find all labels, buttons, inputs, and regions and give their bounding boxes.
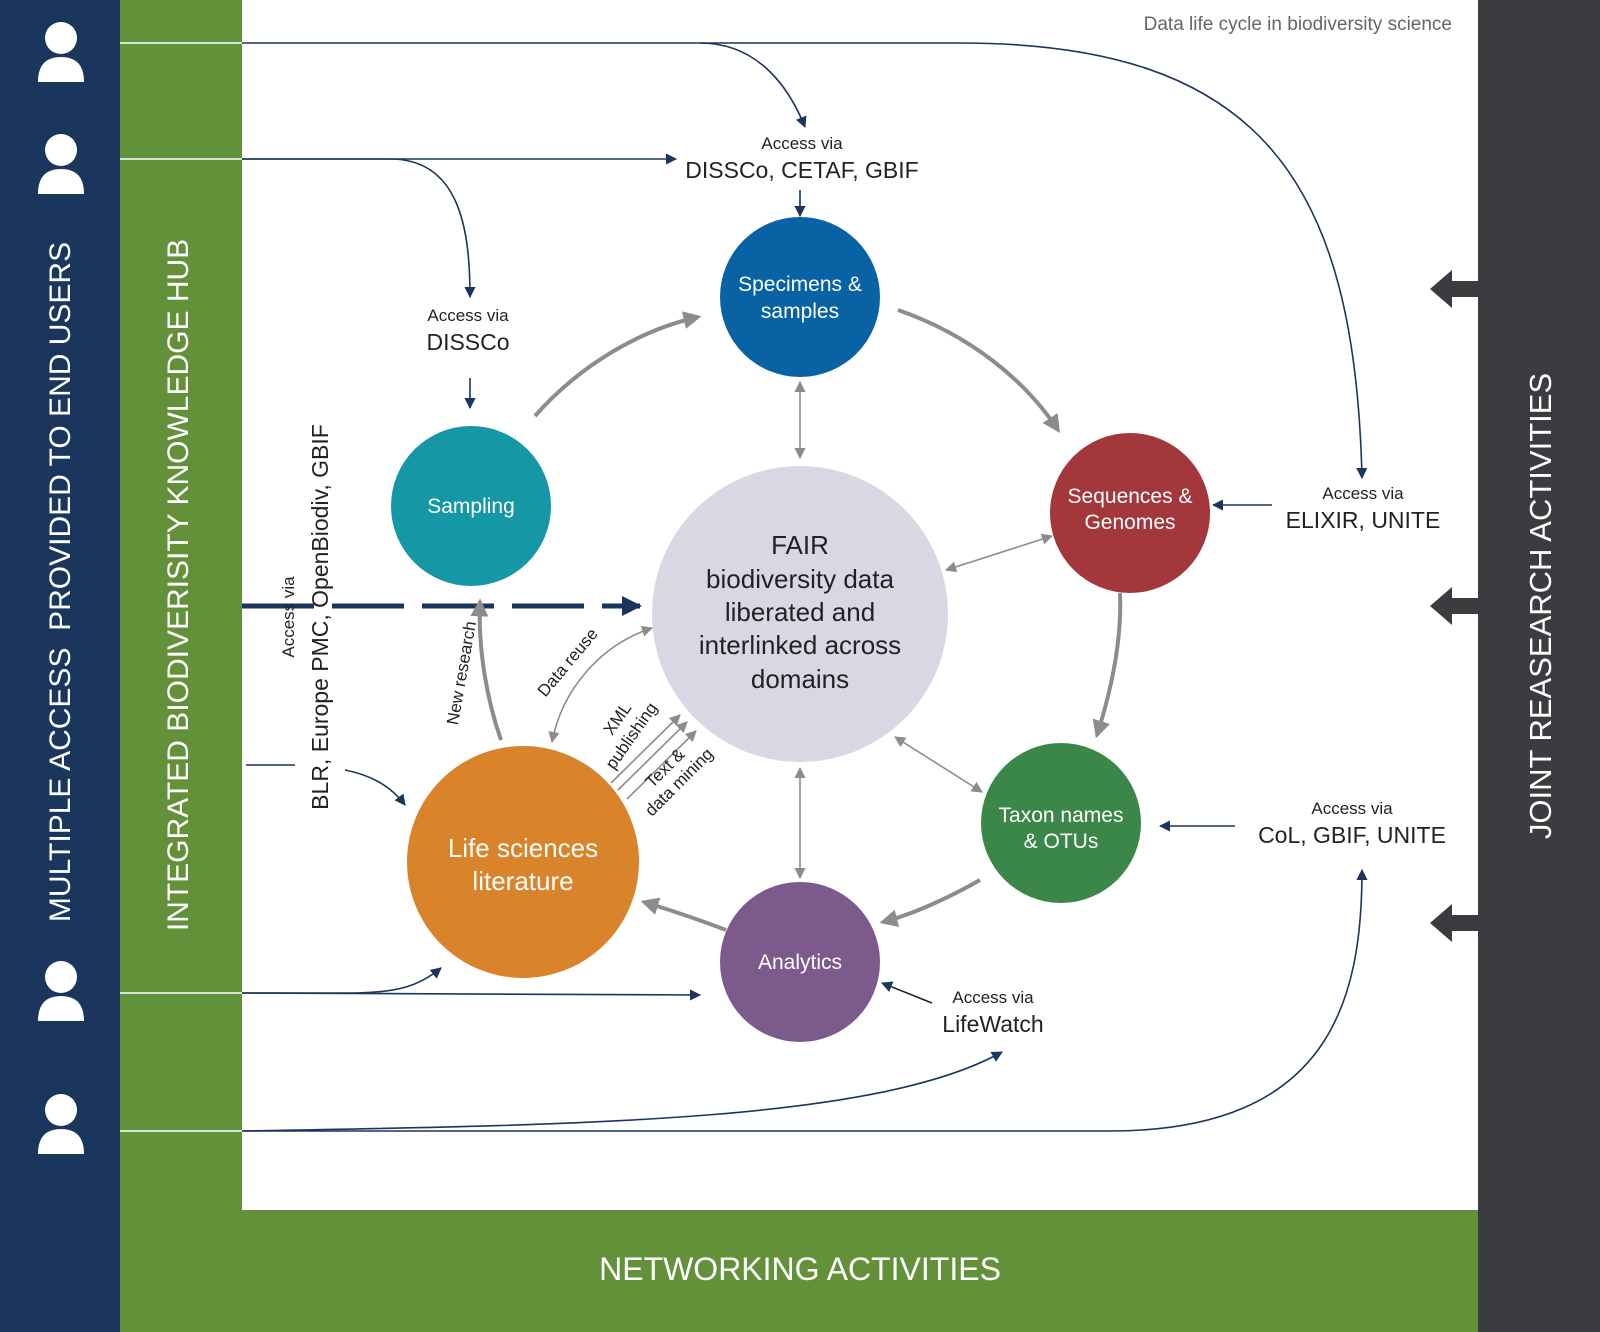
fair-label-3: liberated and (725, 597, 875, 627)
lifewatch-to-analytics (880, 981, 933, 1004)
cycle-specimens-to-sequences (897, 308, 1060, 434)
fair-label-5: domains (751, 664, 849, 694)
flow-to-dissco (242, 158, 476, 299)
sequences-label-1: Sequences & (1068, 485, 1193, 508)
flow-to-lifewatch (241, 1051, 1003, 1132)
sampling-label: Sampling (427, 495, 515, 518)
arrow-left-icon (1430, 587, 1478, 625)
user-icon (38, 961, 84, 1021)
lifewatch-access-name: LifeWatch (942, 1011, 1043, 1037)
fair-label-4: interlinked across (699, 630, 901, 660)
fair-label-1: FAIR (771, 530, 829, 560)
dissco-access-name: DISSCo (426, 329, 509, 355)
specimens-node (720, 217, 880, 377)
user-icon (38, 134, 84, 194)
link-fair-sequences (944, 533, 1054, 573)
text-mining-arrow (626, 730, 697, 800)
literature-access-via: Access via (279, 576, 298, 658)
specimens-label-1: Specimens & (738, 273, 862, 296)
analytics-node (720, 882, 880, 1042)
col-access-name: CoL, GBIF, UNITE (1258, 822, 1446, 848)
flow-to-elixir (700, 42, 1368, 480)
user-icon (38, 22, 84, 82)
analytics-label: Analytics (758, 951, 842, 974)
sequences-label-2: Genomes (1084, 511, 1175, 534)
fair-label-2: biodiversity data (706, 564, 894, 594)
xml-publishing-arrow-1 (610, 714, 681, 784)
arrow-left-icon (1430, 904, 1478, 942)
flow-to-literature (242, 967, 442, 994)
top-access-via: Access via (761, 134, 843, 153)
cycle-analytics-to-literature (640, 897, 727, 932)
diagram-title: Data life cycle in biodiversity science (1144, 14, 1452, 35)
knowledge-hub-label: INTEGRATED BIODIVERISITY KNOWLEDGE HUB (162, 239, 195, 931)
sampling-node (391, 426, 551, 586)
networking-label: NETWORKING ACTIVITIES (599, 1251, 1001, 1287)
joint-research-band (1478, 0, 1600, 1332)
data-reuse-arrow (548, 625, 654, 744)
link-fair-taxon (894, 736, 983, 793)
end-users-label: MULTIPLE ACCESS PROVIDED TO END USERS (44, 242, 77, 922)
top-access-name: DISSCo, CETAF, GBIF (685, 157, 918, 183)
literature-label-2: literature (472, 866, 573, 896)
cycle-taxon-to-analytics (879, 878, 981, 928)
taxon-label-1: Taxon names (999, 804, 1124, 827)
elixir-access-via: Access via (1322, 484, 1404, 503)
data-reuse-label: Data reuse (534, 625, 602, 701)
taxon-label-2: & OTUs (1024, 830, 1099, 853)
cycle-literature-to-sampling (470, 598, 503, 741)
cycle-sampling-to-specimens (533, 311, 702, 418)
joint-research-label: JOINT REASEARCH ACTIVITIES (1523, 373, 1558, 839)
specimens-label-2: samples (761, 300, 839, 323)
lifewatch-access-via: Access via (952, 988, 1034, 1007)
new-research-label: New research (443, 620, 480, 727)
flow-to-col (242, 868, 1368, 1132)
literature-label-1: Life sciences (448, 833, 598, 863)
fair-node (652, 466, 948, 762)
literature-node (407, 746, 639, 978)
networking-band (120, 1210, 1478, 1332)
cycle-sequences-to-taxon (1092, 592, 1123, 739)
col-access-via: Access via (1311, 799, 1393, 818)
user-icon (38, 1094, 84, 1154)
literature-access-to-literature (344, 769, 406, 806)
xml-publishing-arrow-2 (617, 721, 688, 791)
sequences-node (1050, 433, 1210, 593)
knowledge-hub-band (120, 0, 242, 1210)
dissco-access-via: Access via (427, 306, 509, 325)
taxon-node (981, 743, 1141, 903)
literature-access-name: BLR, Europe PMC, OpenBiodiv, GBIF (307, 424, 333, 810)
elixir-access-name: ELIXIR, UNITE (1286, 507, 1441, 533)
arrow-left-icon (1430, 270, 1478, 308)
flow-to-top-access (242, 42, 807, 129)
